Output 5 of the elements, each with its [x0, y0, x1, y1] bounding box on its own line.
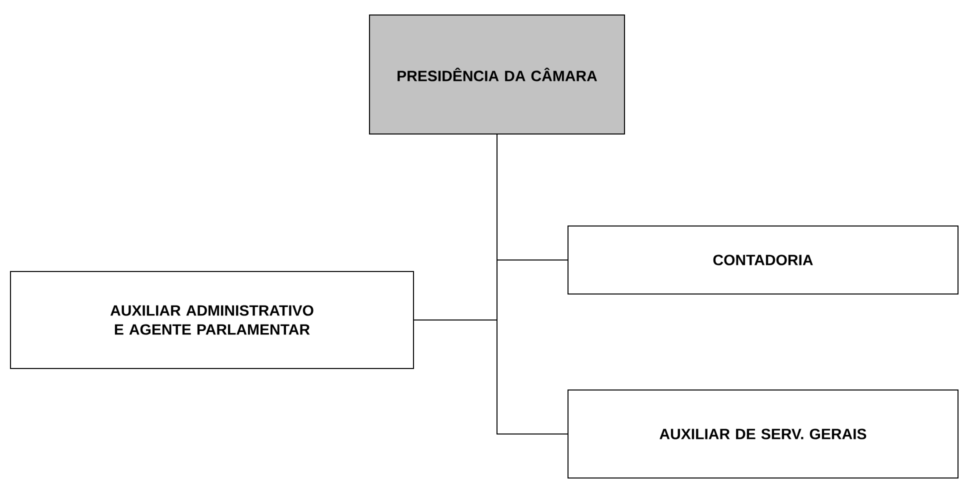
- connector-line: [496, 134, 568, 434]
- org-box: CONTADORIA: [568, 226, 958, 294]
- title-box: PRESIDÊNCIA DA CÂMARA: [369, 14, 625, 134]
- org-box: AUXILIAR ADMINISTRATIVO E AGENTE PARLAMENTAR: [10, 271, 414, 369]
- org-box: AUXILIAR DE SERV. GERAIS: [568, 390, 958, 478]
